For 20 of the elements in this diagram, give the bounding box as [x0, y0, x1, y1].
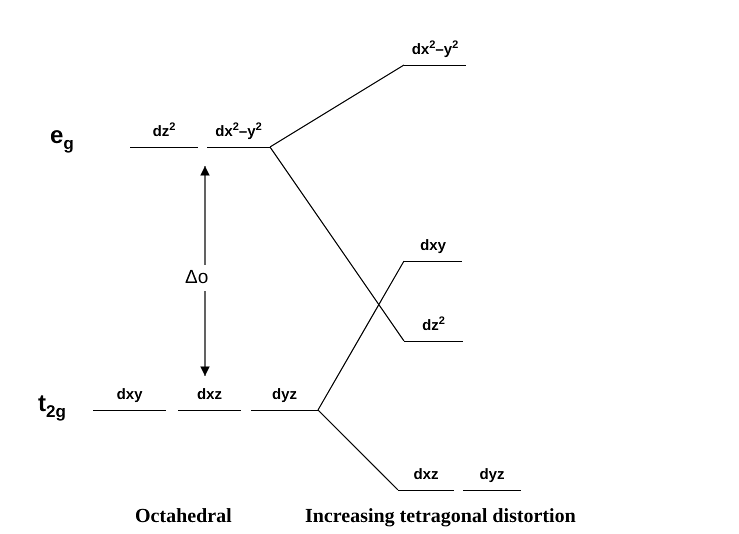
energy-level: dyz — [463, 460, 521, 491]
term-symbol: e$_{g}$ — [50, 122, 74, 154]
term-symbol: t$_{2g}$ — [38, 390, 66, 422]
column-caption: Increasing tetragonal distortion — [305, 505, 576, 528]
energy-level: dz$^{2}$ — [404, 311, 463, 342]
correlation-line — [317, 260, 405, 410]
correlation-line — [270, 64, 404, 148]
correlation-line — [270, 146, 404, 342]
edge-label: Δo — [185, 264, 208, 290]
correlation-line — [200, 166, 210, 376]
correlation-line — [318, 410, 398, 490]
energy-level: dxy — [404, 231, 462, 262]
energy-level: dxz — [178, 380, 241, 411]
energy-level: dyz — [251, 380, 318, 411]
energy-level: dx$^{2}$–y$^{2}$ — [404, 35, 466, 66]
energy-level: dz$^{2}$ — [130, 117, 198, 148]
energy-level: dx$^{2}$–y$^{2}$ — [207, 117, 270, 148]
column-caption: Octahedral — [135, 505, 232, 528]
energy-level: dxz — [398, 460, 454, 491]
energy-level: dxy — [93, 380, 166, 411]
